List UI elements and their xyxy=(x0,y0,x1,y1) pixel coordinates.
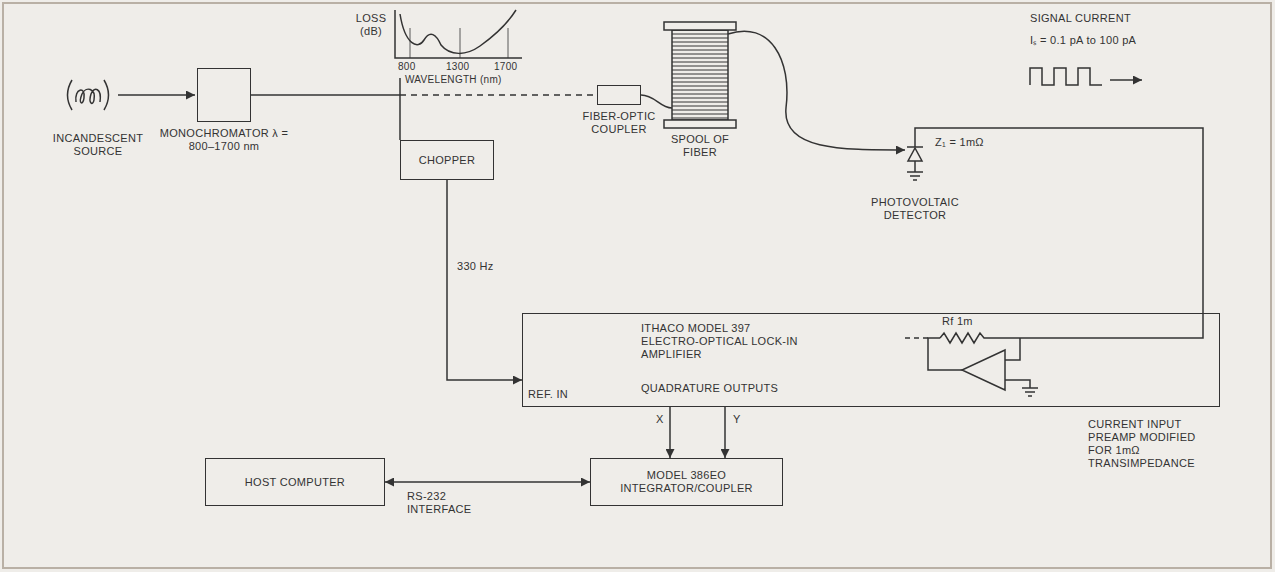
integrator-coupler-box: MODEL 386EO INTEGRATOR/COUPLER xyxy=(590,458,783,506)
chopper-blade xyxy=(399,78,401,140)
note: CURRENT INPUT PREAMP MODIFIED FOR 1mΩ TR… xyxy=(1088,418,1220,470)
tick-label: 1300 xyxy=(446,61,469,73)
axis-label: LOSS (dB) xyxy=(350,12,392,38)
signal-value: Iₛ = 0.1 pA to 100 pA xyxy=(1030,34,1136,47)
photodiode-symbol xyxy=(907,147,923,180)
pin-name: REF. IN xyxy=(528,388,568,401)
square-wave xyxy=(1030,68,1102,85)
connector xyxy=(251,95,597,96)
incandescent-bulb xyxy=(68,80,109,110)
fiber-spool xyxy=(664,22,736,128)
box-sublabel: QUADRATURE OUTPUTS xyxy=(641,382,841,395)
signal-wire xyxy=(915,128,1203,338)
fiber-coupler-box: FIBER-OPTIC COUPLER xyxy=(597,85,641,105)
box-label: CHOPPER xyxy=(408,154,486,167)
frame xyxy=(3,3,1271,568)
impedance-value: Z₁ = 1mΩ xyxy=(935,136,984,149)
part-name: INCANDESCENT SOURCE xyxy=(48,132,148,158)
box-label: MODEL 386EO INTEGRATOR/COUPLER xyxy=(619,469,754,495)
connector xyxy=(725,407,726,458)
connector-label: 330 Hz xyxy=(455,260,496,273)
loss-graph xyxy=(395,10,522,58)
lock-in-amplifier-box: ITHACO MODEL 397 ELECTRO-OPTICAL LOCK-IN… xyxy=(522,313,1220,407)
host-computer-box: HOST COMPUTER xyxy=(205,458,385,506)
component-value: Rf 1m xyxy=(942,315,973,328)
light-arrow xyxy=(118,94,195,96)
connector-label: RS-232 INTERFACE xyxy=(405,490,489,516)
box-label: FIBER-OPTIC COUPLER xyxy=(579,110,659,136)
connector-label: X xyxy=(654,413,666,426)
connector xyxy=(670,407,671,458)
current-arrow xyxy=(1110,79,1142,81)
preamp-circuit xyxy=(905,333,1038,396)
box-label: ITHACO MODEL 397 ELECTRO-OPTICAL LOCK-IN… xyxy=(641,322,811,361)
tick-label: 800 xyxy=(398,61,416,73)
chopper-box: CHOPPER xyxy=(400,140,494,180)
connector xyxy=(447,180,522,380)
fiber xyxy=(728,31,905,150)
monochromator-box: MONOCHROMATOR λ = 800–1700 nm xyxy=(197,68,251,122)
part-name: PHOTOVOLTAIC DETECTOR xyxy=(860,196,970,222)
fiber xyxy=(641,95,672,108)
box-label: HOST COMPUTER xyxy=(213,476,377,489)
connector-label: Y xyxy=(731,413,743,426)
signal-name: SIGNAL CURRENT xyxy=(1030,12,1131,25)
box-label: MONOCHROMATOR λ = 800–1700 nm xyxy=(149,127,299,153)
connector xyxy=(385,482,590,483)
tick-label: 1700 xyxy=(494,61,517,73)
axis-label: WAVELENGTH (nm) xyxy=(405,74,502,86)
part-name: SPOOL OF FIBER xyxy=(655,133,745,159)
